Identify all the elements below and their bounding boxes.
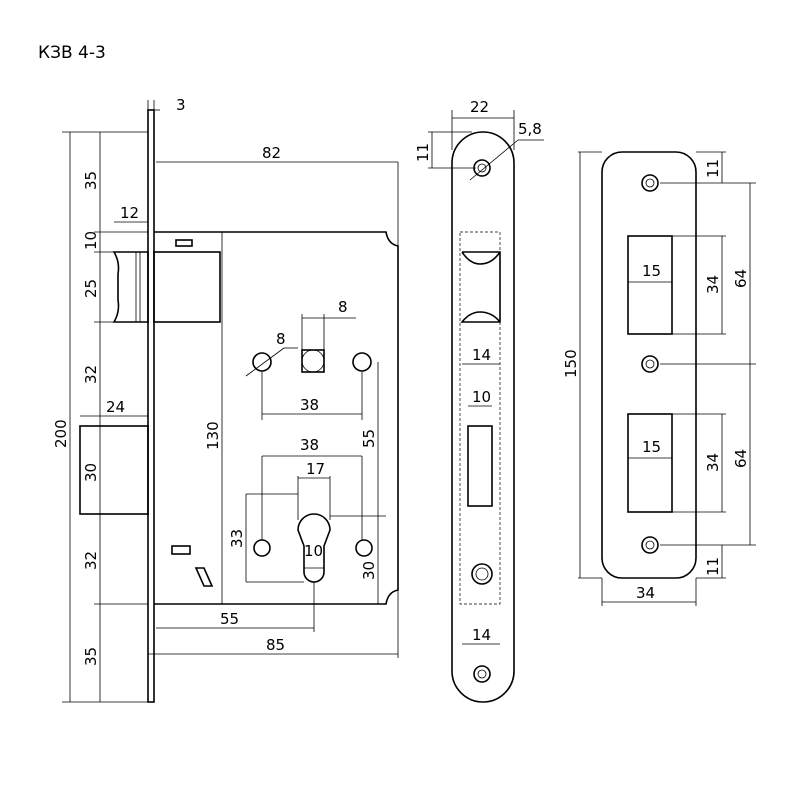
dim-30-cyl: 30 bbox=[360, 561, 378, 580]
drawing-title: КЗВ 4-3 bbox=[38, 43, 106, 63]
dim-32-top: 32 bbox=[82, 365, 100, 384]
dim-85: 85 bbox=[266, 636, 285, 654]
dim-8-square: 8 bbox=[338, 298, 348, 316]
body-slot-bottom bbox=[171, 545, 191, 555]
dim-30-bolt: 30 bbox=[82, 463, 100, 482]
front-bolt bbox=[467, 425, 493, 507]
handle-screw-hole-right bbox=[352, 352, 372, 372]
cylinder-screw-right bbox=[355, 539, 373, 557]
strike-plate-outline bbox=[601, 151, 697, 579]
lock-side-view: 3 82 12 24 130 8 8 38 38 55 17 33 10 30 … bbox=[52, 96, 399, 703]
front-screw-middle bbox=[471, 563, 493, 585]
strike-opening-bottom bbox=[627, 413, 673, 513]
dim-35-top: 35 bbox=[82, 171, 100, 190]
cylinder-cutout bbox=[297, 513, 331, 583]
faceplate-outline bbox=[147, 109, 155, 703]
dim-10-cyl: 10 bbox=[304, 542, 323, 560]
dim-34-width: 34 bbox=[636, 584, 655, 602]
dim-64-top: 64 bbox=[732, 269, 750, 288]
front-screw-top bbox=[473, 159, 491, 177]
lock-body-outline bbox=[154, 231, 399, 605]
dim-130: 130 bbox=[204, 421, 222, 450]
dim-38-mid: 38 bbox=[300, 436, 319, 454]
dim-82: 82 bbox=[262, 144, 281, 162]
dim-10-gap: 10 bbox=[82, 231, 100, 250]
faceplate-dashed-channel bbox=[459, 231, 501, 605]
latch-tongue bbox=[153, 251, 221, 323]
dim-faceplate-3: 3 bbox=[176, 96, 186, 114]
front-latch bbox=[460, 251, 501, 323]
dim-8-hole: 8 bbox=[276, 330, 286, 348]
dim-22: 22 bbox=[470, 98, 489, 116]
dim-32-bottom: 32 bbox=[82, 551, 100, 570]
dim-10-front: 10 bbox=[472, 388, 491, 406]
dim-14-bottom: 14 bbox=[472, 626, 491, 644]
strike-screw-bottom bbox=[641, 536, 659, 554]
dim-12: 12 bbox=[120, 204, 139, 222]
strike-screw-middle bbox=[641, 355, 659, 373]
dim-55-bottom: 55 bbox=[220, 610, 239, 628]
latch-protrusion bbox=[112, 251, 149, 323]
dim-24: 24 bbox=[106, 398, 125, 416]
body-slot-top bbox=[175, 239, 193, 247]
handle-screw-hole-left bbox=[252, 352, 272, 372]
front-screw-bottom bbox=[473, 665, 491, 683]
dim-34-top: 34 bbox=[704, 275, 722, 294]
dim-55-vert: 55 bbox=[360, 429, 378, 448]
dim-5-8: 5,8 bbox=[518, 120, 542, 138]
dim-150: 150 bbox=[562, 349, 580, 378]
dim-11-strike-bottom: 11 bbox=[704, 557, 722, 576]
dim-34-bottom: 34 bbox=[704, 453, 722, 472]
dim-64-bottom: 64 bbox=[732, 449, 750, 468]
dim-14-top: 14 bbox=[472, 346, 491, 364]
faceplate-front-outline bbox=[451, 131, 515, 703]
deadbolt bbox=[79, 425, 149, 515]
dim-35-bottom: 35 bbox=[82, 647, 100, 666]
strike-screw-top bbox=[641, 174, 659, 192]
strike-opening-top bbox=[627, 235, 673, 335]
dim-11-strike-top: 11 bbox=[704, 159, 722, 178]
dim-33: 33 bbox=[228, 529, 246, 548]
strike-plate-view: 150 15 15 34 34 64 64 11 11 34 bbox=[562, 151, 756, 606]
faceplate-front-view: 22 5,8 11 14 10 14 bbox=[414, 98, 544, 703]
dim-15-top: 15 bbox=[642, 262, 661, 280]
dim-11-front: 11 bbox=[414, 143, 432, 162]
dim-38-top: 38 bbox=[300, 396, 319, 414]
dim-200: 200 bbox=[52, 419, 70, 448]
dim-15-bottom: 15 bbox=[642, 438, 661, 456]
dim-25-latch: 25 bbox=[82, 279, 100, 298]
lever-detail bbox=[194, 567, 214, 587]
cylinder-screw-left bbox=[253, 539, 271, 557]
dim-17: 17 bbox=[306, 460, 325, 478]
